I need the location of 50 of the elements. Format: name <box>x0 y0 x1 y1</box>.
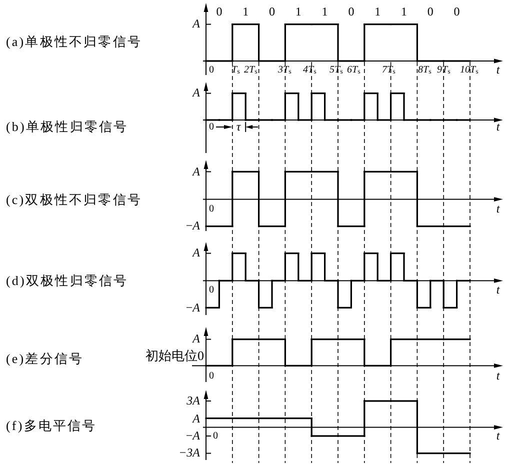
signal-title: (d)双极性归零信号 <box>6 274 128 288</box>
bit-value: 0 <box>348 5 354 19</box>
amplitude-label: A <box>192 332 200 346</box>
origin-label: 0 <box>209 284 214 296</box>
amplitude-label: A <box>192 18 200 31</box>
axis-label: t <box>496 120 500 134</box>
bit-value: 1 <box>374 5 381 19</box>
bit-value: 0 <box>216 5 222 19</box>
signal-title: (e)差分信号 <box>6 352 84 366</box>
origin-label: 0 <box>213 430 218 442</box>
axis-label: t <box>496 202 500 216</box>
initial-level-label: 初始电位0 <box>146 348 204 364</box>
amplitude-label: A <box>192 86 200 100</box>
amplitude-label: 3A <box>186 394 200 408</box>
time-tick-label: T$_{s}$ <box>232 64 240 76</box>
time-tick-label: 4T$_{s}$ <box>303 64 316 76</box>
origin-label: 0 <box>209 64 214 76</box>
signal-title: (a)单极性不归零信号 <box>6 34 142 50</box>
amplitude-label: A <box>192 246 200 260</box>
bit-value: 0 <box>454 5 460 19</box>
axis-label: t <box>496 429 500 443</box>
time-tick-label: 7T$_{s}$ <box>382 64 396 76</box>
amplitude-label: −A <box>186 429 200 443</box>
axis-label: t <box>496 283 500 297</box>
amplitude-label: −3A <box>178 446 200 460</box>
amplitude-label: A <box>192 412 200 426</box>
time-tick-label: 8T$_{s}$ <box>418 64 432 76</box>
bit-value: 1 <box>295 5 302 19</box>
axis-label: t <box>496 63 500 77</box>
time-tick-label: 10T$_{s}$ <box>460 64 478 76</box>
bit-value: 1 <box>322 5 328 19</box>
amplitude-label: A <box>192 165 200 178</box>
axis-label: t <box>496 369 500 383</box>
signal-title: (c)双极性不归零信号 <box>6 192 142 208</box>
time-tick-label: 9T$_{s}$ <box>437 64 450 76</box>
origin-label: 0 <box>209 204 214 214</box>
origin-label: 0 <box>209 370 214 382</box>
bit-value: 0 <box>427 5 434 19</box>
bit-value: 1 <box>242 5 249 19</box>
origin-label: 0 <box>209 122 214 132</box>
amplitude-label: −A <box>186 220 200 233</box>
time-tick-label: 2T$_{s}$ <box>244 64 258 76</box>
bit-value: 1 <box>401 5 407 19</box>
signal-title: (b)单极性归零信号 <box>6 120 128 134</box>
time-tick-label: 6T$_{s}$ <box>347 64 360 76</box>
pulse-width-label: τ <box>236 120 241 134</box>
amplitude-label: −A <box>186 301 200 314</box>
bit-value: 0 <box>269 5 275 19</box>
time-tick-label: 5T$_{s}$ <box>330 64 343 76</box>
signal-title: (f)多电平信号 <box>6 418 97 434</box>
